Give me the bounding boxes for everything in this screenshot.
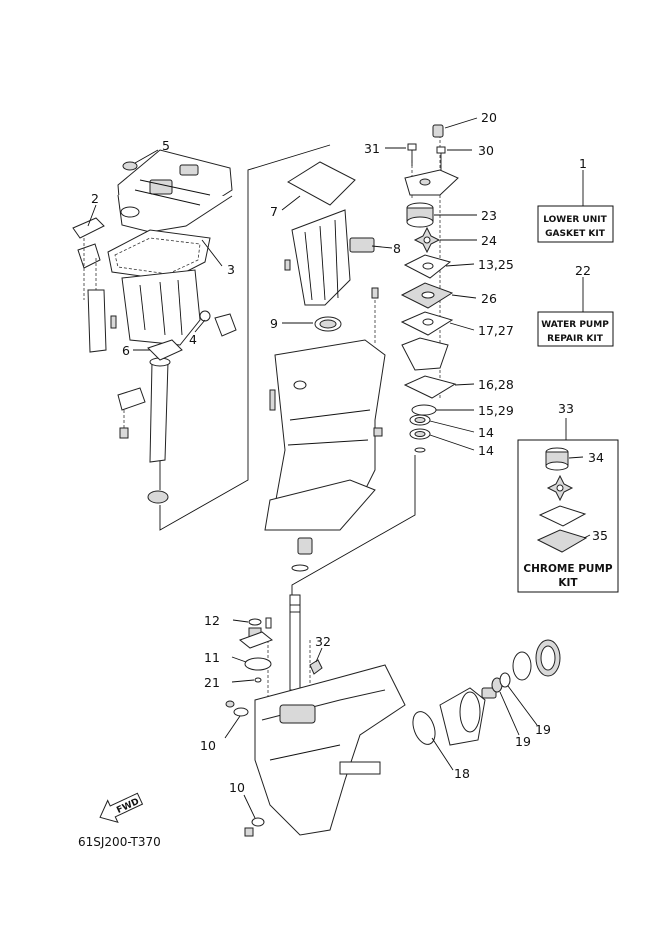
callout-19-right: 19 [535, 722, 551, 737]
propeller-shaft-housing [439, 687, 497, 746]
kit-label-lower-unit-2: GASKET KIT [545, 229, 606, 239]
bracket-lower-left [117, 387, 146, 439]
lower-unit-gasket-kit-box: LOWER UNIT GASKET KIT [537, 170, 614, 243]
exhaust-pipe [87, 289, 171, 504]
drain-plugs-part-10 [225, 700, 265, 837]
callout-1: 1 [579, 156, 587, 171]
kit-label-water-pump-1: WATER PUMP [541, 320, 609, 330]
callout-34: 34 [588, 450, 604, 465]
callout-14-lower: 14 [478, 443, 494, 458]
o-ring-part-11 [244, 657, 272, 671]
callout-5: 5 [162, 138, 170, 153]
callout-6: 6 [122, 343, 130, 358]
callout-21: 21 [204, 675, 220, 690]
washer-part-5 [122, 161, 138, 171]
figure-code: 61SJ200-T370 [78, 835, 161, 849]
callout-19-left: 19 [515, 734, 531, 749]
callout-18: 18 [454, 766, 470, 781]
fwd-arrow: FWD [99, 792, 144, 824]
callout-30: 30 [478, 143, 494, 158]
upper-casing-plate [117, 149, 233, 233]
ring-part-21 [254, 677, 262, 683]
drive-shaft [289, 594, 301, 691]
oil-seals-part-19 [491, 672, 511, 693]
callout-20: 20 [481, 110, 497, 125]
bracket-part-2 [72, 217, 105, 300]
callout-4: 4 [189, 332, 197, 347]
callout-12: 12 [204, 613, 220, 628]
callout-7: 7 [270, 204, 278, 219]
bearing-rings [512, 639, 561, 681]
gasket-part-3 [107, 229, 211, 281]
callout-14-upper: 14 [478, 425, 494, 440]
callout-17-27: 17,27 [478, 323, 514, 338]
plug-part-4 [199, 310, 237, 337]
callout-9: 9 [270, 316, 278, 331]
callout-31: 31 [364, 141, 380, 156]
callout-13-25: 13,25 [478, 257, 514, 272]
lower-casing [254, 664, 406, 836]
chrome-pump-kit-box: CHROME PUMP KIT [517, 418, 619, 593]
callout-8: 8 [393, 241, 401, 256]
callout-10-upper: 10 [200, 738, 216, 753]
callout-26: 26 [481, 291, 497, 306]
callout-2: 2 [91, 191, 99, 206]
callout-10-lower: 10 [229, 780, 245, 795]
upper-casing [264, 339, 386, 572]
kit-label-chrome-1: CHROME PUMP [523, 563, 612, 575]
o-ring-part-18 [412, 711, 436, 745]
callout-labels: 1 2 3 4 5 6 7 8 9 10 10 11 12 13,25 14 1… [91, 110, 608, 795]
exhaust-guide [291, 209, 375, 306]
part-32 [309, 659, 323, 675]
callout-16-28: 16,28 [478, 377, 514, 392]
gasket-part-6 [147, 339, 183, 361]
kit-label-water-pump-2: REPAIR KIT [547, 334, 604, 344]
oil-pan-body [121, 269, 201, 346]
water-pump-repair-kit-box: WATER PUMP REPAIR KIT [537, 277, 614, 347]
callout-32: 32 [315, 634, 331, 649]
kit-label-chrome-2: KIT [558, 577, 578, 589]
callout-15-29: 15,29 [478, 403, 514, 418]
water-pump-stack [400, 124, 459, 453]
leader-lines [87, 117, 591, 819]
oil-seal-part-9 [314, 316, 342, 332]
callout-3: 3 [227, 262, 235, 277]
shift-rod-bracket-part-12 [238, 617, 274, 649]
callout-24: 24 [481, 233, 497, 248]
callout-23: 23 [481, 208, 497, 223]
callout-35: 35 [592, 528, 608, 543]
callout-33: 33 [558, 401, 574, 416]
gasket-part-7 [287, 161, 356, 206]
kit-label-lower-unit-1: LOWER UNIT [543, 215, 607, 225]
callout-22: 22 [575, 263, 591, 278]
bolts [110, 259, 383, 437]
callout-11: 11 [204, 650, 220, 665]
